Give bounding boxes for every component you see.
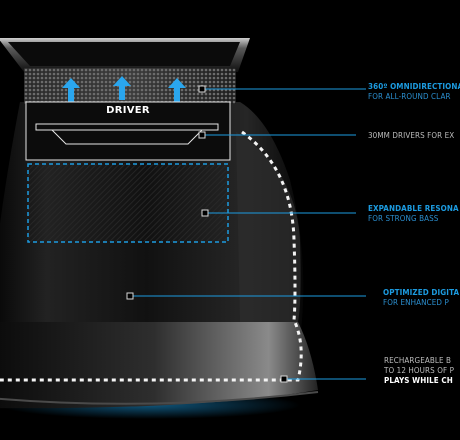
callout-resonator: EXPANDABLE RESONA FOR STRONG BASS: [368, 204, 460, 224]
callout-sub: FOR STRONG BASS: [368, 214, 439, 223]
callout-lines: [131, 88, 366, 380]
callout-line-1: RECHARGEABLE B: [384, 356, 452, 365]
resonator-box: [27, 163, 229, 243]
callout-sub: FOR ENHANCED P: [383, 298, 449, 307]
callout-markers: [126, 85, 288, 383]
callout-title: EXPANDABLE RESONA: [368, 204, 459, 213]
callout-digital: OPTIMIZED DIGITA FOR ENHANCED P: [383, 288, 460, 308]
driver-plate: [35, 123, 219, 131]
driver-label: DRIVER: [106, 105, 150, 116]
callout-title: 360º OMNIDIRECTIONAL: [368, 82, 460, 91]
callout-battery: RECHARGEABLE B TO 12 HOURS OF P PLAYS WH…: [384, 356, 460, 386]
callout-sub: FOR ALL-ROUND CLAR: [368, 92, 451, 101]
driver-box: [25, 101, 231, 161]
battery-outline: [0, 130, 303, 382]
callout-omnidirectional: 360º OMNIDIRECTIONAL FOR ALL-ROUND CLAR: [368, 82, 460, 102]
base-ring: [0, 322, 318, 409]
body-texture: [236, 132, 301, 322]
callout-title: OPTIMIZED DIGITA: [383, 288, 460, 297]
callout-line-2: TO 12 HOURS OF P: [384, 366, 455, 375]
omnidirectional-arrows: [62, 76, 186, 102]
callout-sub: 30MM DRIVERS FOR EX: [368, 131, 455, 140]
callout-line-3: PLAYS WHILE CH: [384, 376, 453, 385]
callout-drivers: 30MM DRIVERS FOR EX: [368, 131, 460, 141]
